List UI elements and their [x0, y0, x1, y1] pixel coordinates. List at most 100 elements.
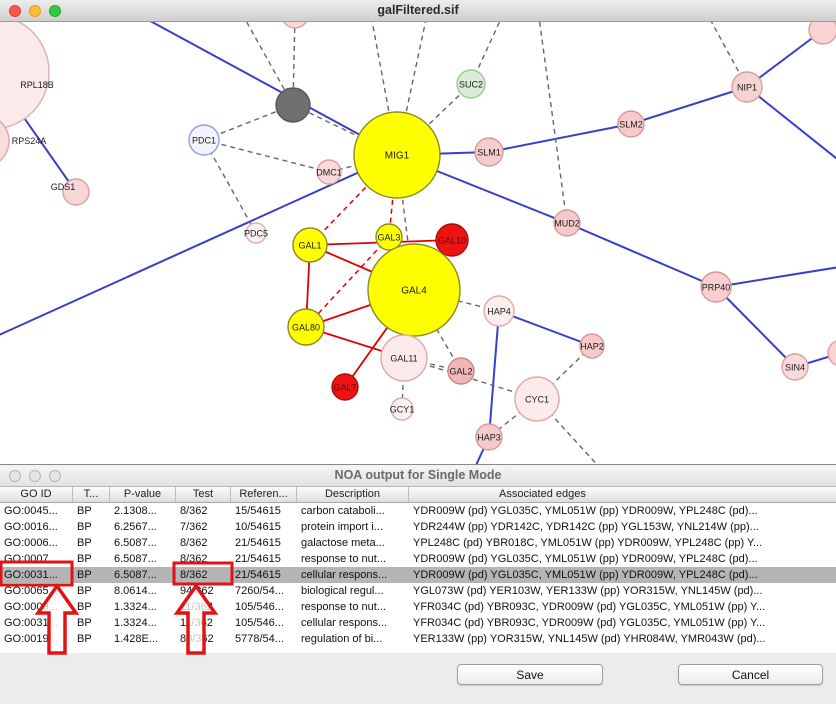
table-row[interactable]: GO:0031...BP6.5087...8/36221/54615cellul… — [0, 567, 836, 583]
node-label-pdc5: PDC5 — [244, 229, 268, 239]
table-cell: 6.2567... — [110, 519, 176, 535]
network-canvas[interactable]: RPL18BRPS24AGDS1PDC1DMC1MIG1SUC2SLM1SLM2… — [0, 22, 836, 464]
column-header-associated-edges[interactable]: Associated edges — [409, 487, 836, 502]
table-row[interactable]: GO:0045...BP2.1308...8/36215/54615carbon… — [0, 503, 836, 519]
network-window-titlebar[interactable]: galFiltered.sif — [0, 0, 836, 22]
edge[interactable] — [716, 264, 836, 287]
edge[interactable] — [204, 140, 256, 233]
save-button[interactable]: Save — [457, 664, 603, 685]
table-cell: BP — [73, 615, 110, 631]
table-cell: 21/54615 — [231, 567, 297, 583]
table-cell: GO:0009... — [0, 599, 73, 615]
node-label-hap2: HAP2 — [580, 342, 604, 352]
close-button[interactable] — [9, 5, 21, 17]
table-cell: 105/546... — [231, 615, 297, 631]
node-label-gcy1: GCY1 — [390, 405, 415, 415]
table-cell: 1.428E... — [110, 631, 176, 647]
node-toppartial[interactable] — [282, 22, 308, 28]
table-cell: BP — [73, 551, 110, 567]
table-cell: 11/362 — [176, 599, 231, 615]
column-header-referen[interactable]: Referen... — [231, 487, 297, 502]
minimize-button[interactable] — [29, 5, 41, 17]
table-cell: 94/362 — [176, 583, 231, 599]
edge[interactable] — [204, 140, 329, 172]
edge[interactable] — [130, 22, 397, 155]
table-cell: response to nut... — [297, 551, 409, 567]
table-cell: YFR034C (pd) YBR093C, YDR009W (pd) YGL03… — [409, 615, 836, 631]
table-cell: protein import i... — [297, 519, 409, 535]
table-cell: GO:0019... — [0, 631, 73, 647]
table-cell: 8.0614... — [110, 583, 176, 599]
table-cell: 10/54615 — [231, 519, 297, 535]
network-window: galFiltered.sif RPL18BRPS24AGDS1PDC1DMC1… — [0, 0, 836, 464]
table-cell: 2.1308... — [110, 503, 176, 519]
node-rightpartial[interactable] — [828, 340, 836, 366]
table-cell: 6.5087... — [110, 551, 176, 567]
table-cell: BP — [73, 503, 110, 519]
table-cell: 11/362 — [176, 615, 231, 631]
table-cell: 105/546... — [231, 599, 297, 615]
column-header-p-value[interactable]: P-value — [110, 487, 176, 502]
node-label-hap4: HAP4 — [487, 307, 511, 317]
table-cell: YDR009W (pd) YGL035C, YML051W (pp) YDR00… — [409, 551, 836, 567]
table-cell: GO:0007... — [0, 551, 73, 567]
minimize-button[interactable] — [29, 470, 41, 482]
node-gray1[interactable] — [276, 88, 310, 122]
node-label-gal11: GAL11 — [390, 354, 417, 364]
table-row[interactable]: GO:0016...BP6.2567...7/36210/54615protei… — [0, 519, 836, 535]
node-topright[interactable] — [809, 22, 836, 44]
table-cell: BP — [73, 535, 110, 551]
table-row[interactable]: GO:0006...BP6.5087...8/36221/54615galact… — [0, 535, 836, 551]
node-label-gal2: GAL2 — [449, 367, 472, 377]
table-cell: 7260/54... — [231, 583, 297, 599]
table-cell: GO:0016... — [0, 519, 73, 535]
node-label-nip1: NIP1 — [737, 83, 757, 93]
table-row[interactable]: GO:0007...BP6.5087...8/36221/54615respon… — [0, 551, 836, 567]
table-row[interactable]: GO:0065...BP8.0614...94/3627260/54...bio… — [0, 583, 836, 599]
table-cell: GO:0006... — [0, 535, 73, 551]
table-cell: response to nut... — [297, 599, 409, 615]
node-label-gds1: GDS1 — [51, 182, 76, 192]
close-button[interactable] — [9, 470, 21, 482]
table-cell: BP — [73, 519, 110, 535]
edge[interactable] — [489, 311, 499, 437]
table-cell: GO:0045... — [0, 503, 73, 519]
table-row[interactable]: GO:0019...BP1.428E...80/3625778/54...reg… — [0, 631, 836, 647]
table-cell: galactose meta... — [297, 535, 409, 551]
table-row[interactable]: GO:0031...BP1.3324...11/362105/546...cel… — [0, 615, 836, 631]
column-header-go-id[interactable]: GO ID — [0, 487, 73, 502]
edge[interactable] — [716, 287, 795, 367]
node-label-gal4: GAL4 — [401, 286, 427, 297]
edge[interactable] — [631, 87, 747, 124]
table-cell: YDR244W (pp) YDR142C, YDR142C (pp) YGL15… — [409, 519, 836, 535]
zoom-button[interactable] — [49, 470, 61, 482]
button-bar: Save Cancel — [0, 652, 836, 704]
table-cell: 8/362 — [176, 551, 231, 567]
edge[interactable] — [567, 223, 716, 287]
column-header-t[interactable]: T... — [73, 487, 110, 502]
node-label-cyc1: CYC1 — [525, 395, 549, 405]
node-label-mig1: MIG1 — [385, 151, 410, 162]
node-label-gal1: GAL1 — [298, 241, 321, 251]
column-header-test[interactable]: Test — [176, 487, 231, 502]
node-label-slm1: SLM1 — [477, 148, 501, 158]
table-cell: cellular respons... — [297, 567, 409, 583]
edge[interactable] — [489, 124, 631, 152]
table-cell: 1.3324... — [110, 599, 176, 615]
node-label-rpl18b: RPL18B — [20, 80, 54, 90]
table-row[interactable]: GO:0009...BP1.3324...11/362105/546...res… — [0, 599, 836, 615]
cancel-button[interactable]: Cancel — [678, 664, 823, 685]
column-header-description[interactable]: Description — [297, 487, 409, 502]
noa-window-titlebar[interactable]: NOA output for Single Mode — [0, 465, 836, 487]
edge[interactable] — [747, 87, 836, 174]
zoom-button[interactable] — [49, 5, 61, 17]
node-label-gal80: GAL80 — [292, 323, 320, 333]
edge[interactable] — [538, 22, 567, 223]
table-cell: BP — [73, 631, 110, 647]
table-cell: 21/54615 — [231, 535, 297, 551]
node-label-suc2: SUC2 — [459, 80, 483, 90]
node-rpl18b[interactable] — [0, 22, 49, 129]
table-cell: YER133W (pp) YOR315W, YNL145W (pd) YHR08… — [409, 631, 836, 647]
node-label-hap3: HAP3 — [477, 433, 501, 443]
